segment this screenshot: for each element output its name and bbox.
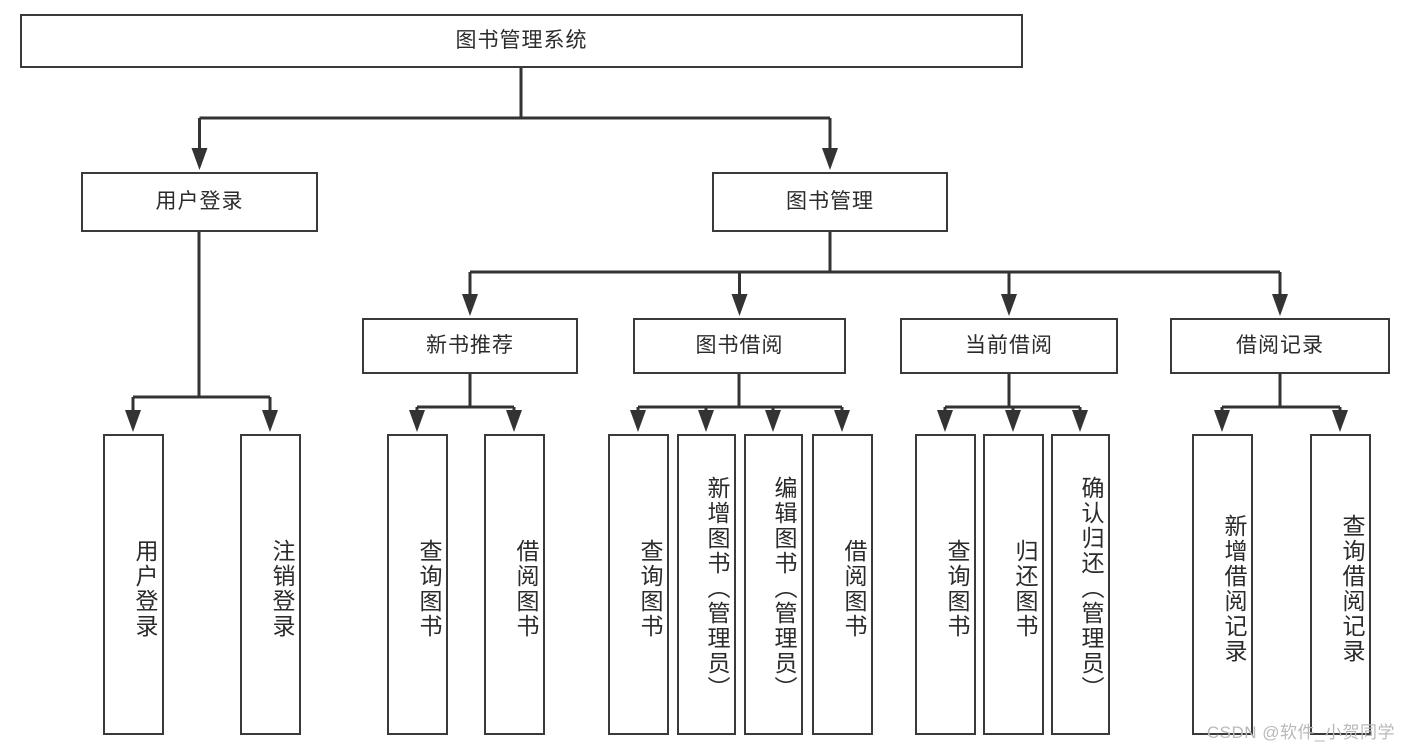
leaf-add-book-admin[interactable]: 新增图书（管理员） <box>677 434 736 735</box>
node-new-book-recommend[interactable]: 新书推荐 <box>362 318 578 374</box>
leaf-return-book[interactable]: 归还图书 <box>983 434 1044 735</box>
node-label: 新书推荐 <box>426 334 514 358</box>
arrow-head <box>191 148 208 170</box>
node-label: 当前借阅 <box>965 334 1053 358</box>
arrow-head <box>409 410 425 432</box>
node-label: 图书管理 <box>786 190 874 214</box>
leaf-query-borrow-record[interactable]: 查询借阅记录 <box>1310 434 1371 735</box>
arrow-head <box>698 410 714 432</box>
node-root-system[interactable]: 图书管理系统 <box>20 14 1023 68</box>
arrow-head <box>834 410 850 432</box>
leaf-logout[interactable]: 注销登录 <box>240 434 301 735</box>
node-label: 查询图书 <box>944 538 970 639</box>
node-label: 查询图书 <box>637 538 663 639</box>
node-label: 新增借阅记录 <box>1221 513 1247 664</box>
node-label: 借阅图书 <box>841 538 867 639</box>
arrow-head <box>262 410 278 432</box>
node-label: 确认归还（管理员） <box>1078 476 1104 701</box>
node-label: 编辑图书（管理员） <box>771 476 797 701</box>
arrow-head <box>1001 294 1017 316</box>
node-book-manage[interactable]: 图书管理 <box>712 172 948 232</box>
node-label: 借阅图书 <box>513 538 539 639</box>
arrow-head <box>1214 410 1230 432</box>
arrow-head <box>1072 410 1088 432</box>
arrow-head <box>822 148 838 170</box>
node-book-borrow[interactable]: 图书借阅 <box>633 318 846 374</box>
watermark: CSDN @软件_小贺同学 <box>1206 723 1395 742</box>
leaf-borrow-book[interactable]: 借阅图书 <box>812 434 873 735</box>
leaf-user-login[interactable]: 用户登录 <box>103 434 164 735</box>
arrow-head <box>630 410 646 432</box>
node-label: 用户登录 <box>132 538 158 639</box>
leaf-query-book-current[interactable]: 查询图书 <box>915 434 976 735</box>
arrow-head <box>1272 294 1288 316</box>
arrow-head <box>1005 410 1021 432</box>
node-current-borrow[interactable]: 当前借阅 <box>900 318 1118 374</box>
leaf-query-book-borrow[interactable]: 查询图书 <box>608 434 669 735</box>
leaf-query-book-recommend[interactable]: 查询图书 <box>387 434 448 735</box>
arrow-head <box>937 410 953 432</box>
arrow-head <box>125 410 141 432</box>
arrow-head <box>731 294 748 316</box>
node-label: 查询借阅记录 <box>1339 513 1365 664</box>
node-user-login[interactable]: 用户登录 <box>81 172 318 232</box>
node-label: 注销登录 <box>269 538 295 639</box>
arrow-head <box>462 294 478 316</box>
arrow-head <box>506 410 522 432</box>
node-label: 查询图书 <box>416 538 442 639</box>
node-borrow-record[interactable]: 借阅记录 <box>1170 318 1390 374</box>
leaf-confirm-return-admin[interactable]: 确认归还（管理员） <box>1051 434 1110 735</box>
leaf-borrow-book-recommend[interactable]: 借阅图书 <box>484 434 545 735</box>
leaf-add-borrow-record[interactable]: 新增借阅记录 <box>1192 434 1253 735</box>
node-label: 归还图书 <box>1012 538 1038 639</box>
node-label: 新增图书（管理员） <box>704 476 730 701</box>
node-label: 借阅记录 <box>1236 334 1324 358</box>
arrow-head <box>1332 410 1348 432</box>
node-label: 图书借阅 <box>695 334 784 358</box>
node-label: 用户登录 <box>155 190 244 214</box>
arrow-head <box>765 410 781 432</box>
node-label: 图书管理系统 <box>455 29 588 53</box>
leaf-edit-book-admin[interactable]: 编辑图书（管理员） <box>744 434 803 735</box>
